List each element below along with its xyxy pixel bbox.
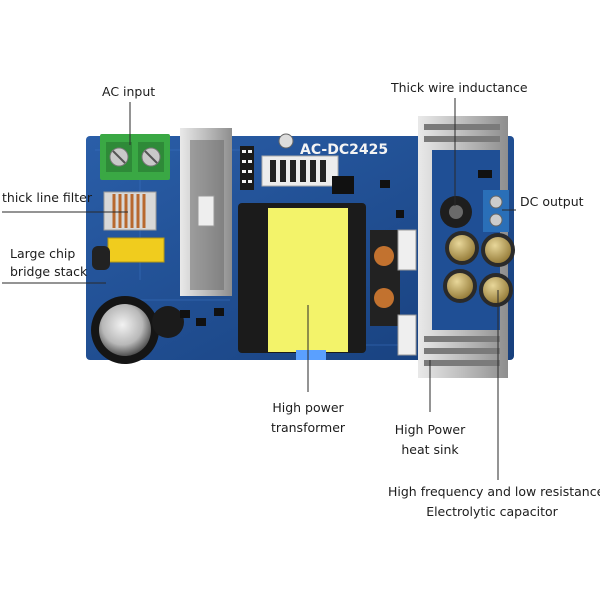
transformer xyxy=(238,203,366,360)
bridge-stack xyxy=(92,237,165,270)
transformer-label-line2: transformer xyxy=(270,420,346,435)
model-text: AC-DC2425 xyxy=(300,142,388,158)
large-chip-label-line1: Large chip xyxy=(10,246,76,261)
thick-wire-inductance-label: Thick wire inductance xyxy=(391,80,528,95)
ac-input-terminal xyxy=(100,134,170,180)
thick-line-filter-label: thick line filter xyxy=(2,190,92,205)
capacitor-label-line1: High frequency and low resistance xyxy=(388,484,600,499)
ac-input-label: AC input xyxy=(102,84,156,99)
left-heat-sink xyxy=(180,128,232,296)
big-input-capacitor xyxy=(91,296,184,364)
heat-sink-label-line2: heat sink xyxy=(401,442,459,457)
thick-wire-inductor xyxy=(440,196,472,228)
line-filter-coil xyxy=(103,191,157,231)
capacitor-label-line2: Electrolytic capacitor xyxy=(426,504,558,519)
transformer-label-line1: High power xyxy=(272,400,344,415)
dc-output-terminal xyxy=(483,190,509,232)
output-capacitors xyxy=(443,231,515,307)
large-chip-label-line2: bridge stack xyxy=(10,264,88,279)
heat-sink-label-line1: High Power xyxy=(394,422,466,437)
mid-inductors xyxy=(370,229,417,356)
dc-output-label: DC output xyxy=(520,194,584,209)
